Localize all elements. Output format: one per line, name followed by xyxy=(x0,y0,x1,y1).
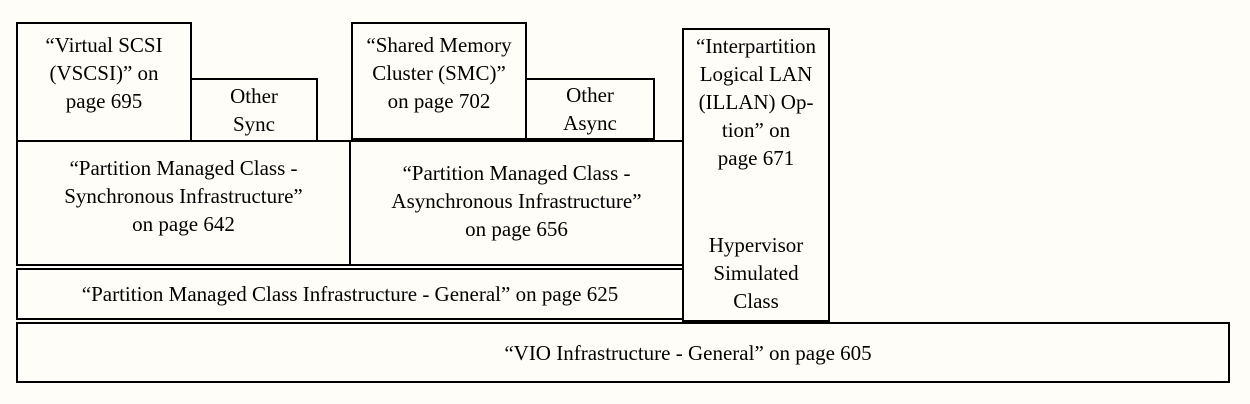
vio-label: “VIO Infrastructure - General” on page 6… xyxy=(504,340,872,365)
box-label-line: (ILLAN) Op- xyxy=(698,90,814,114)
box-label-line: Async xyxy=(563,111,617,135)
box-label-line: page 695 xyxy=(65,89,143,113)
box-label-line: Hypervisor xyxy=(708,233,804,257)
box-label-line: Other xyxy=(566,83,614,107)
box-label-line: “Partition Managed Class - xyxy=(69,156,298,180)
box-label-line: Asynchronous Infrastructure” xyxy=(391,189,642,213)
box-label-line: Sync xyxy=(233,112,275,136)
box-label-line: Logical LAN xyxy=(699,62,813,86)
box-label-line: tion” on xyxy=(721,118,791,142)
box-label-line: Simulated xyxy=(713,261,799,285)
box-other-async: Other Async xyxy=(525,78,655,140)
box-async-infrastructure: “Partition Managed Class - Asynchronous … xyxy=(349,140,684,266)
box-label-line: on page 656 xyxy=(465,217,568,241)
box-label-line: (VSCSI)” on xyxy=(49,61,159,85)
box-other-sync: Other Sync xyxy=(190,78,318,142)
box-label-line: Cluster (SMC)” xyxy=(372,61,506,85)
box-virtual-scsi: “Virtual SCSI (VSCSI)” on page 695 xyxy=(16,22,192,142)
box-label-line: “Interpartition xyxy=(695,34,817,58)
box-interpartition-logical-lan: “Interpartition Logical LAN (ILLAN) Op- … xyxy=(682,28,830,322)
box-label-line: on page 642 xyxy=(132,212,235,236)
general-label: “Partition Managed Class Infrastructure … xyxy=(81,282,619,306)
box-label-line: “Shared Memory xyxy=(366,33,512,57)
box-partition-managed-general: “Partition Managed Class Infrastructure … xyxy=(16,268,684,320)
box-vio-infrastructure-general: “VIO Infrastructure - General” on page 6… xyxy=(16,322,1230,383)
illan-option-label: “Interpartition Logical LAN (ILLAN) Op- … xyxy=(684,32,828,172)
hypervisor-simulated-class-label: Hypervisor Simulated Class xyxy=(684,231,828,315)
box-label-line: Synchronous Infrastructure” xyxy=(64,184,303,208)
box-label-line: “Partition Managed Class - xyxy=(402,161,631,185)
box-label-line: Class xyxy=(733,289,779,313)
box-label-line: page 671 xyxy=(717,146,795,170)
box-label-line: on page 702 xyxy=(387,89,491,113)
box-shared-memory-cluster: “Shared Memory Cluster (SMC)” on page 70… xyxy=(351,22,527,140)
box-label-line: “Virtual SCSI xyxy=(45,33,163,57)
box-label-line: Other xyxy=(230,84,278,108)
box-sync-infrastructure: “Partition Managed Class - Synchronous I… xyxy=(16,140,351,266)
